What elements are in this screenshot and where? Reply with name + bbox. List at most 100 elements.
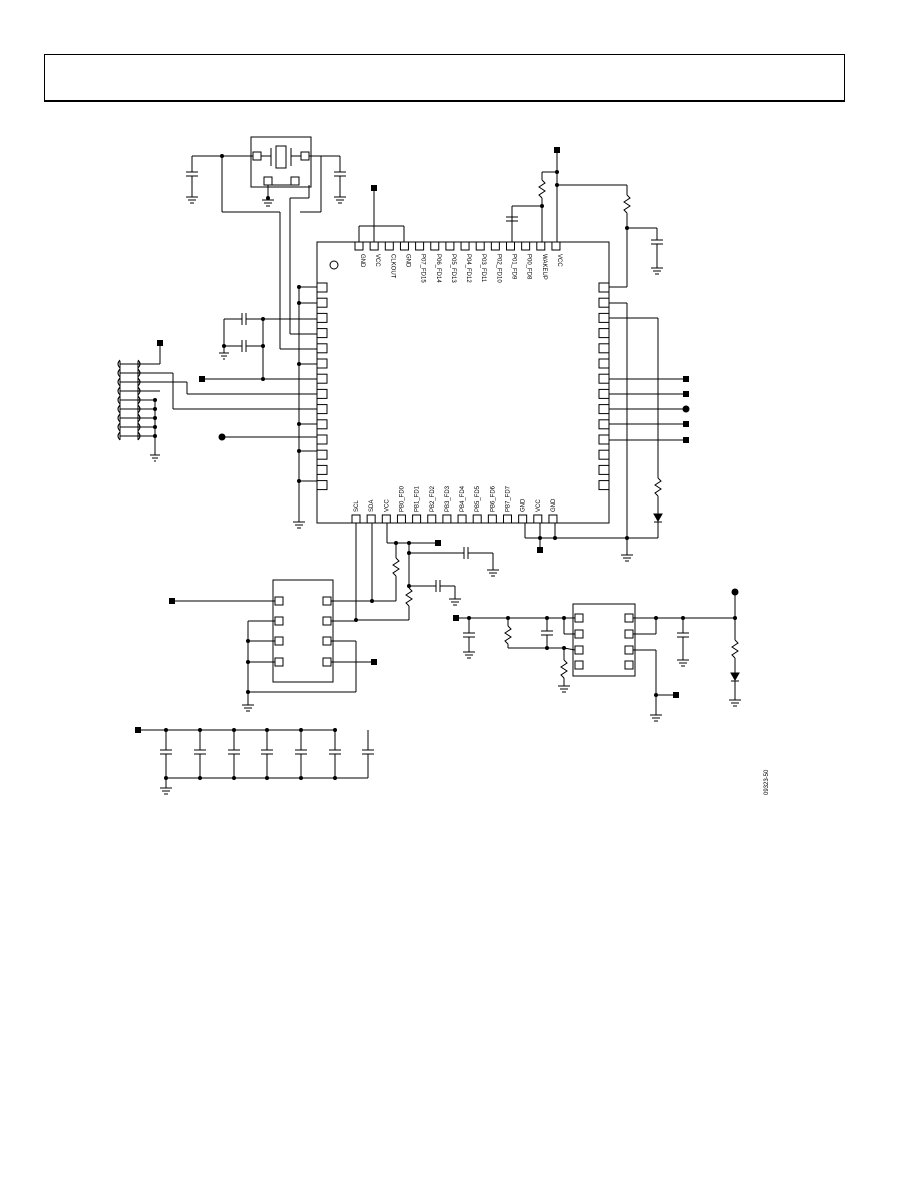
decoupling-capacitor-bank [138,729,374,795]
net-terminal [199,376,205,382]
mcu-top-pin [384,241,394,251]
junction-dot [297,285,301,289]
mcu-top-pin [521,241,531,251]
header-pin-left [117,377,121,387]
mcu-bottom-pin-label: PB7_FD7 [506,485,512,512]
junction-dot [220,154,224,158]
mcu-bottom-pin-label: PB1_FD1 [415,485,421,512]
sensor-ic [456,592,741,722]
mcu-bottom-pin-label: PB6_FD6 [490,485,496,512]
junction-dot [164,728,168,732]
mcu-top-pin [475,241,485,251]
junction-dot [370,599,374,603]
mcu-left-pin [316,404,328,415]
mcu-top-pin [506,241,515,251]
junction-dot [297,479,301,483]
mcu-bottom-pin [533,514,543,524]
junction-dot [538,536,542,540]
right-side-connections [555,302,686,562]
mcu-left-pin [316,449,328,460]
net-terminal [135,727,141,733]
junction-dot [297,449,301,453]
mcu-top-pin [551,241,561,251]
junction-dot [333,728,337,732]
junction-dot [562,646,566,650]
junction-dot [246,660,250,664]
junction-dot [299,776,303,780]
mcu-bottom-pin [351,514,361,524]
net-terminal [169,598,175,604]
left-decoupling-caps [202,313,317,380]
mcu-right-pin [598,388,610,399]
header-pin-right [137,368,141,378]
mcu-top-pin-label: P00_FD8 [526,254,532,280]
mcu-bottom-pin-label: SDA [369,500,375,512]
mcu-bottom-pin-label: PB5_FD5 [475,485,481,512]
mcu-top-pin-label: P02_FD10 [495,254,501,283]
mcu-side-pins [316,282,610,491]
junction-dot [354,618,358,622]
header-pin-left [117,413,121,423]
junction-dot [222,344,226,348]
net-terminal [683,376,689,382]
junction-dot [297,301,301,305]
junction-dot [153,416,157,420]
mcu-bottom-pin-label: GND [521,498,527,512]
net-terminal [435,540,441,546]
mcu-bottom-pin [427,514,437,524]
junction-dot [333,776,337,780]
mcu-top-pin [460,241,470,251]
mcu-left-pin [316,464,328,475]
mcu-left-pin [316,358,328,369]
mcu-right-pin [598,464,610,475]
header-pin-left [117,404,121,414]
header-pin-right [137,386,141,396]
junction-dot [733,616,737,620]
mcu-bottom-connections [355,523,556,621]
junction-dot [232,728,236,732]
junction-dot [467,616,471,620]
mcu-top-pin [369,241,379,251]
mcu-top-pin [354,241,364,251]
junction-dot [654,693,658,697]
net-terminals [135,147,739,733]
mcu-top-pin [430,241,440,251]
mcu-right-pin [598,373,610,384]
net-terminal [453,615,459,621]
junction-dot [297,362,301,366]
mcu-top-pin-label: VCC [556,254,562,267]
mcu-right-pin [598,358,610,369]
mcu-top-pin-label: P01_FD9 [511,254,517,280]
mcu-top-pin [536,241,546,251]
junction-dot [153,434,157,438]
junction-dot [246,690,250,694]
junction-dot [654,616,658,620]
net-terminal [157,340,163,346]
mcu-right-pin [598,297,610,308]
junction-dot [555,183,559,187]
mcu-left-pin [316,343,328,354]
mcu-top-pin-label: P05_FD13 [450,254,456,283]
net-terminal-round [731,588,739,596]
mcu-left-pin [316,388,328,399]
mcu-top-pin [490,241,500,251]
junction-dot [407,551,411,555]
mcu-bottom-pin-label: SCL [354,500,360,512]
junction-dot [407,541,411,545]
mcu-bottom-pin-label: GND [551,498,557,512]
header-pin-left [117,422,121,432]
mcu-bottom-pin [503,514,512,524]
junction-dot [164,776,168,780]
mcu-bottom-pin [442,514,452,524]
header-pin-left [117,359,121,369]
header-pin-left [117,368,121,378]
junction-dot [153,407,157,411]
net-terminal [673,692,679,698]
mcu-right-pin [598,328,610,339]
mcu-bottom-pin [381,514,391,524]
junction-dot [562,616,566,620]
junction-dot [198,776,202,780]
junction-dot [153,398,157,402]
mcu-left-pin [316,297,328,308]
